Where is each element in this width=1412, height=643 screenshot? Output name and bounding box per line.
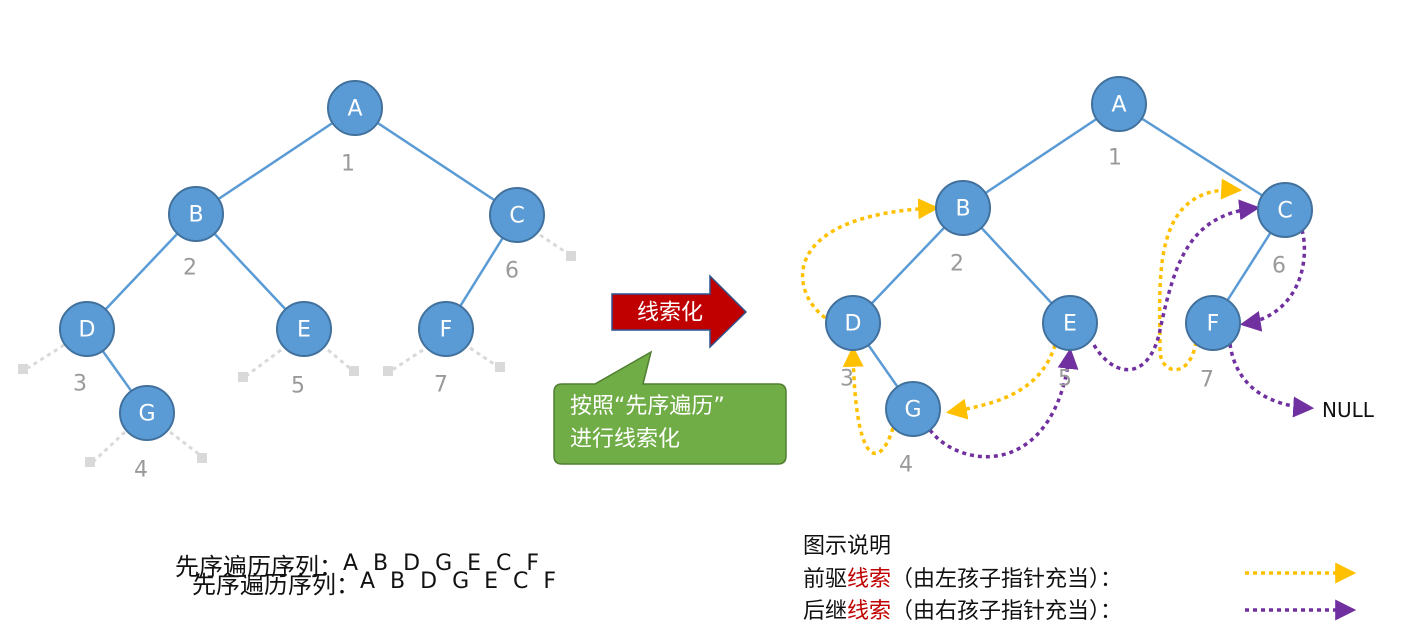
left-node-A-label: A bbox=[347, 97, 362, 122]
right-order-C: 6 bbox=[1272, 254, 1286, 279]
right-node-C: C bbox=[1257, 182, 1313, 238]
svg-text:先序遍历序列：A B D G E C F: 先序遍历序列：A B D G E C F bbox=[175, 551, 543, 581]
left-node-G-label: G bbox=[138, 402, 155, 427]
callout-box: 按照“先序遍历” 进行线索化 bbox=[553, 350, 787, 465]
right-tree: A B C D E F G 1 2 6 3 5 7 4 bbox=[800, 76, 1375, 478]
left-tree: A B C D E F G 1 2 6 3 5 7 bbox=[18, 80, 576, 483]
left-node-D-label: D bbox=[79, 318, 96, 343]
left-tree-null-stubs bbox=[18, 233, 576, 467]
left-node-E: E bbox=[276, 301, 332, 357]
right-order-A: 1 bbox=[1108, 146, 1122, 171]
legend-successor-text: 后继线索（由右孩子指针充当）： bbox=[803, 599, 1122, 624]
left-node-F: F bbox=[418, 301, 474, 357]
threading-arrow-label: 线索化 bbox=[637, 301, 703, 326]
callout-line-2: 进行线索化 bbox=[570, 427, 680, 452]
right-order-G: 4 bbox=[899, 453, 913, 478]
left-node-A: A bbox=[327, 80, 383, 136]
thread-C-to-F bbox=[1239, 229, 1307, 332]
right-node-D: D bbox=[825, 295, 881, 351]
legend-title: 图示说明 bbox=[803, 534, 891, 559]
right-node-F: F bbox=[1185, 295, 1241, 351]
right-node-G-label: G bbox=[904, 398, 921, 423]
right-order-B: 2 bbox=[950, 252, 964, 277]
right-order-F: 7 bbox=[1200, 368, 1214, 393]
right-node-B-label: B bbox=[955, 197, 970, 222]
left-node-B-label: B bbox=[188, 203, 203, 228]
left-node-C: C bbox=[489, 187, 545, 243]
left-order-G: 4 bbox=[134, 458, 148, 483]
right-order-D: 3 bbox=[840, 367, 854, 392]
right-node-A-label: A bbox=[1111, 93, 1126, 118]
threading-arrow: 线索化 bbox=[611, 274, 748, 349]
legend-predecessor-text: 前驱线索（由左孩子指针充当）： bbox=[803, 567, 1122, 592]
left-node-D: D bbox=[59, 301, 115, 357]
left-node-C-label: C bbox=[509, 204, 524, 229]
legend: 图示说明 前驱线索（由左孩子指针充当）： 后继线索（由右孩子指针充当）： bbox=[803, 534, 1357, 624]
sequence-value-2: A B D G E C F bbox=[360, 569, 560, 594]
null-label: NULL bbox=[1322, 398, 1375, 422]
thread-D-to-B bbox=[800, 198, 940, 324]
left-node-E-label: E bbox=[297, 318, 311, 343]
sequence-label-2: 先序遍历序列： bbox=[192, 571, 360, 599]
right-node-A: A bbox=[1091, 76, 1147, 132]
right-node-F-label: F bbox=[1207, 312, 1220, 337]
left-order-E: 5 bbox=[291, 374, 305, 399]
thread-G-to-D bbox=[842, 345, 895, 456]
left-order-A: 1 bbox=[341, 152, 355, 177]
left-order-D: 3 bbox=[73, 372, 87, 397]
right-node-G: G bbox=[885, 381, 941, 437]
successor-threads bbox=[928, 199, 1315, 459]
sequence-label-1: 先序遍历序列： bbox=[175, 553, 343, 581]
thread-E-to-C bbox=[1092, 199, 1261, 372]
right-node-B: B bbox=[935, 180, 991, 236]
left-tree-edges bbox=[85, 106, 519, 414]
thread-F-to-null bbox=[1228, 343, 1315, 418]
left-node-F-label: F bbox=[440, 318, 453, 343]
thread-F-to-E bbox=[1157, 178, 1243, 372]
right-node-E-label: E bbox=[1063, 312, 1077, 337]
predecessor-threads bbox=[800, 178, 1243, 456]
thread-G-to-E bbox=[928, 347, 1079, 459]
svg-text:先序遍历序列：A B D G E C F: 先序遍历序列：A B D G E C F bbox=[192, 569, 560, 599]
right-order-E: 5 bbox=[1058, 367, 1072, 392]
preorder-sequence: 先序遍历序列：A B D G E C F 先序遍历序列：A B D G E C … bbox=[175, 551, 560, 599]
left-order-B: 2 bbox=[183, 256, 197, 281]
left-node-B: B bbox=[168, 186, 224, 242]
left-order-C: 6 bbox=[505, 259, 519, 284]
left-node-G: G bbox=[119, 385, 175, 441]
right-node-E: E bbox=[1042, 295, 1098, 351]
right-node-C-label: C bbox=[1277, 199, 1292, 224]
left-order-F: 7 bbox=[434, 373, 448, 398]
callout-line-1: 按照“先序遍历” bbox=[570, 394, 725, 419]
right-node-D-label: D bbox=[845, 312, 862, 337]
thread-E-to-G bbox=[945, 344, 1057, 420]
sequence-value-1: A B D G E C F bbox=[343, 551, 543, 576]
